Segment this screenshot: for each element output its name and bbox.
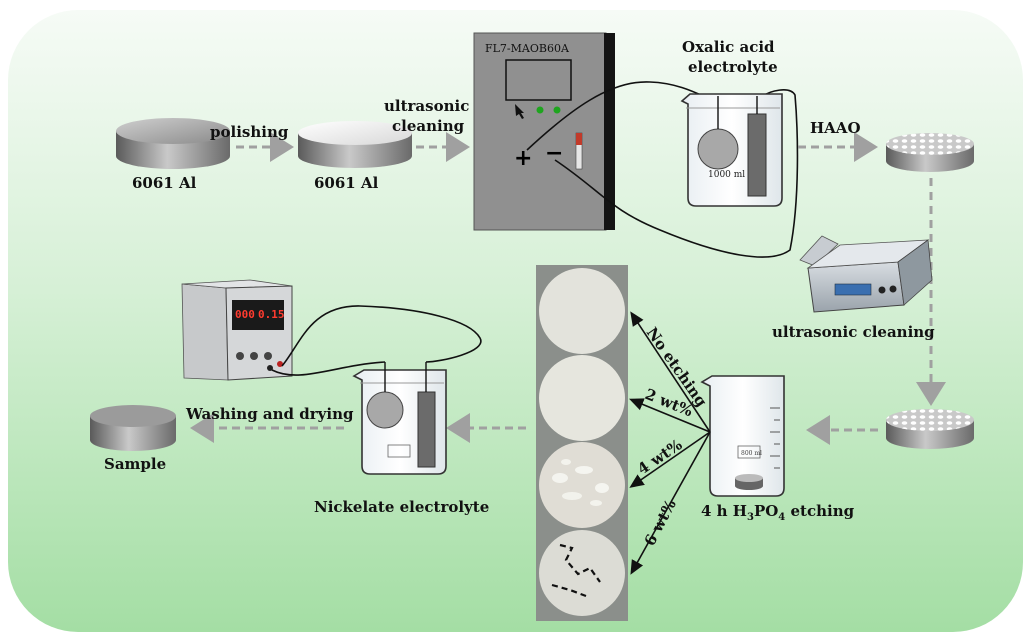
terminal-minus: −: [545, 141, 563, 166]
aluminum-anode: [697, 128, 739, 170]
label-oxalic-line1: Oxalic acid: [682, 38, 775, 56]
label-washing: Washing and drying: [185, 405, 354, 423]
cathode-plate: [747, 113, 767, 197]
aluminum-disk-raw: [116, 118, 230, 169]
ultrasonic-bath: [799, 235, 933, 313]
label-sample: Sample: [104, 455, 166, 473]
porous-disk-cleaned: [886, 409, 974, 449]
photo-4wt: [539, 442, 625, 528]
arrow-6wt: [630, 431, 711, 575]
nickelate-beaker: [352, 362, 447, 475]
dc-power-supply: 000 0.15: [181, 279, 293, 381]
porous-disk-haao: [886, 133, 974, 172]
label-nickelate: Nickelate electrolyte: [314, 498, 489, 516]
photo-6wt: [539, 530, 625, 616]
label-6061-al-mid: 6061 Al: [314, 174, 379, 192]
dc-wire-2: [271, 361, 386, 376]
power-led-1: [536, 106, 544, 114]
wire-positive: [526, 81, 713, 151]
sample-electrode: [366, 391, 404, 429]
cursor-arrow-icon: [515, 104, 524, 119]
arrow-4wt: [629, 431, 711, 488]
power-supply-display: [505, 59, 572, 101]
small-beaker-volume: 800 ml: [741, 450, 762, 457]
terminal-plus: +: [514, 146, 532, 171]
label-6061-al-left: 6061 Al: [132, 174, 197, 192]
photo-no-etching: [539, 268, 625, 354]
label-etching: 4 h H3PO4 etching: [701, 502, 855, 523]
dc-display-voltage: 000: [235, 308, 255, 321]
etching-results-photos: [536, 265, 628, 621]
phosphoric-acid-beaker: 800 ml: [700, 375, 785, 497]
power-supply-model: FL7-MAOB60A: [485, 42, 570, 55]
beaker-volume-label: 1000 ml: [708, 170, 745, 180]
label-ultrasonic-line2: cleaning: [392, 117, 465, 135]
arrow-no-etching: [630, 311, 711, 433]
oxalic-acid-beaker: 1000 ml: [680, 93, 783, 207]
label-ultrasonic-line1: ultrasonic: [384, 97, 469, 115]
label-haao: HAAO: [810, 119, 861, 137]
final-sample-disk: [90, 405, 176, 451]
label-oxalic-line2: electrolyte: [688, 58, 778, 76]
label-polishing: polishing: [210, 123, 289, 141]
photo-2wt: [539, 355, 625, 441]
arrow-2wt: [629, 398, 711, 433]
counter-electrode: [417, 391, 436, 468]
wire-negative: [554, 89, 799, 258]
power-led-2: [553, 106, 561, 114]
aluminum-disk-polished: [298, 121, 412, 168]
label-ultrasonic-cleaning: ultrasonic cleaning: [772, 323, 935, 341]
dc-wire-1: [281, 305, 482, 367]
anodizing-power-supply: FL7-MAOB60A + −: [473, 32, 615, 231]
dc-display-current: 0.15: [258, 308, 285, 321]
